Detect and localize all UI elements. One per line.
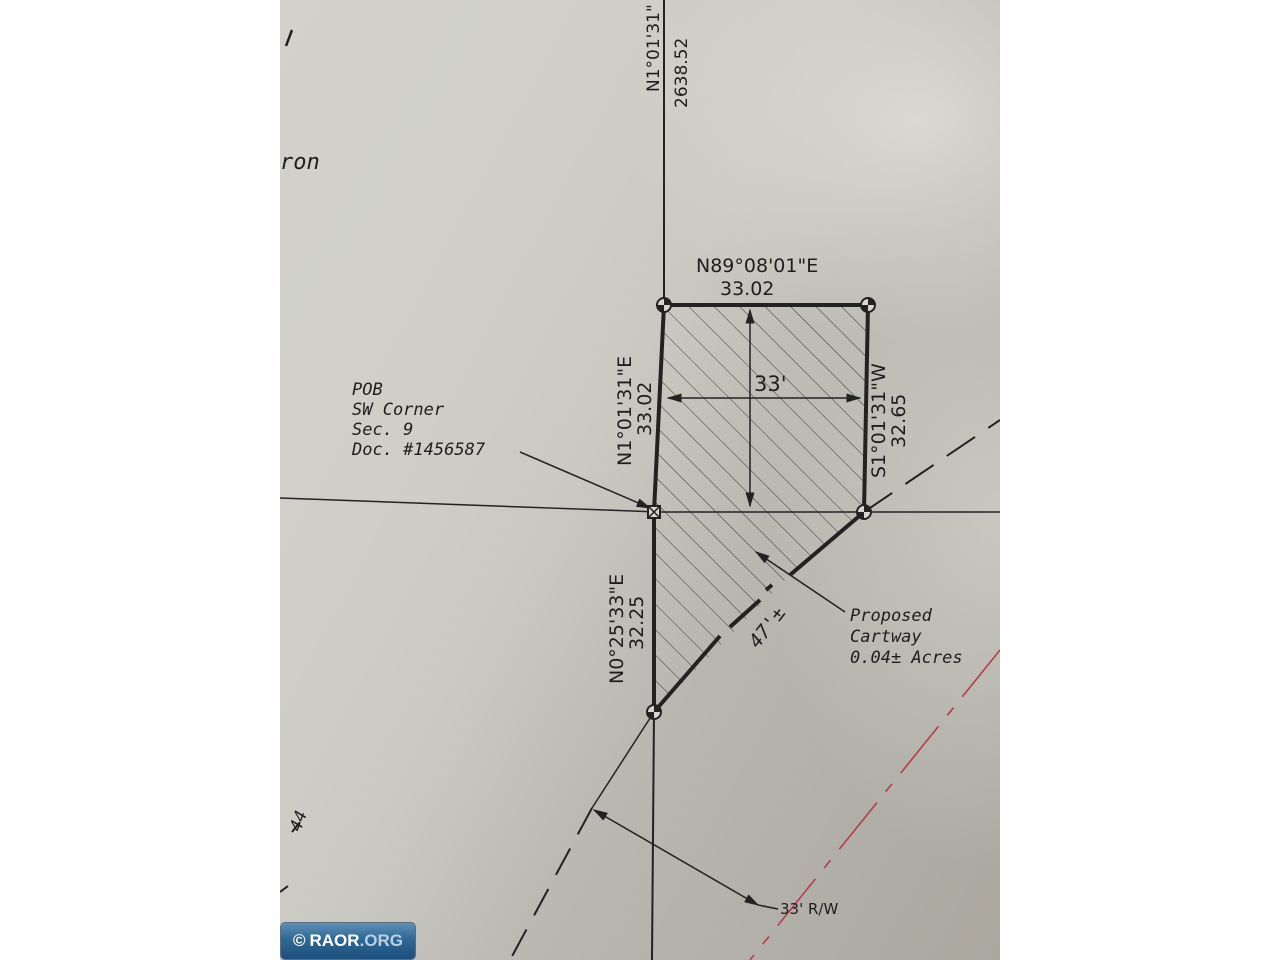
paper-shadow bbox=[280, 0, 1000, 960]
monument-ne bbox=[860, 297, 876, 313]
north-line-bearing: N1°01'31" bbox=[644, 4, 664, 92]
raor-watermark: © RAOR.ORG bbox=[281, 923, 415, 959]
pob-section: Sec. 9 bbox=[352, 420, 414, 440]
east-side-distance: 32.65 bbox=[888, 393, 910, 448]
cartway-note-line1: Proposed bbox=[850, 606, 932, 626]
west-lower-bearing: N0°25'33"E bbox=[606, 573, 628, 684]
hatched-parcel bbox=[654, 305, 868, 712]
north-line-distance: 2638.52 bbox=[672, 37, 692, 108]
west-upper-bearing: N1°01'31"E bbox=[614, 355, 636, 466]
inner-dimension: 33' bbox=[754, 372, 787, 396]
east-side-bearing: S1°01'31"W bbox=[868, 363, 890, 478]
survey-plat-photo: N1°01'31" 2638.52 ron POB SW Corner Sec.… bbox=[280, 0, 1000, 960]
pob-label: POB bbox=[352, 380, 383, 400]
cartway-note-line2: Cartway bbox=[850, 627, 922, 647]
west-upper-distance: 33.02 bbox=[634, 381, 656, 436]
north-side-distance: 33.02 bbox=[720, 278, 775, 300]
copyright-icon: © bbox=[292, 931, 306, 950]
north-side-bearing: N89°08'01"E bbox=[696, 255, 819, 277]
watermark-brand: RAOR.ORG bbox=[309, 931, 404, 950]
west-lower-distance: 32.25 bbox=[626, 595, 648, 650]
right-of-way-label: 33' R/W bbox=[780, 900, 839, 918]
survey-drawing bbox=[280, 0, 1000, 960]
monument-se bbox=[856, 504, 872, 520]
pob-document: Doc. #1456587 bbox=[352, 440, 486, 460]
pob-corner: SW Corner bbox=[352, 400, 445, 420]
pob-marker bbox=[647, 505, 661, 519]
monument-nw bbox=[656, 297, 672, 313]
cartway-note-acres: 0.04± Acres bbox=[850, 648, 963, 668]
partial-label-left: ron bbox=[280, 150, 320, 175]
monument-sw bbox=[646, 704, 662, 720]
